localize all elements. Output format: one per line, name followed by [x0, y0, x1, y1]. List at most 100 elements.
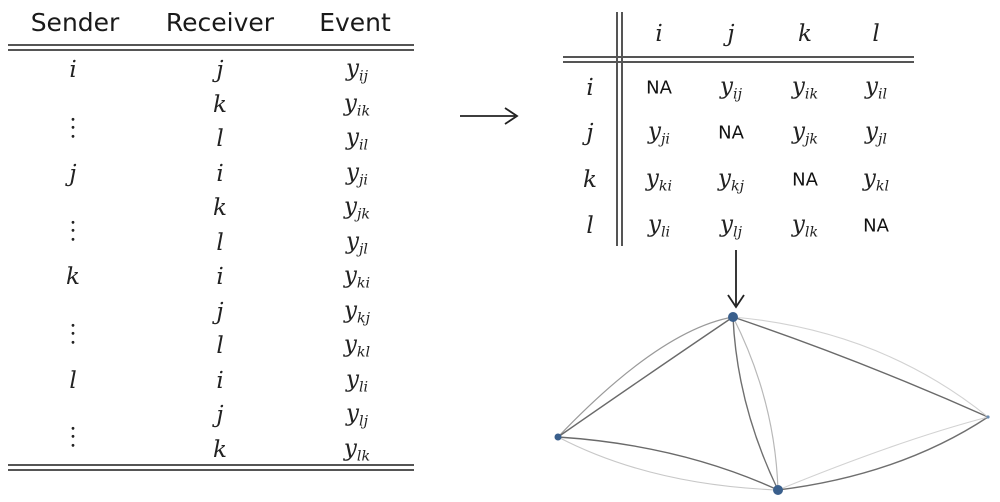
matrix-cell: yjl — [865, 119, 887, 148]
event-subscript: ik — [804, 86, 819, 103]
event-symbol: y — [343, 331, 357, 358]
event-symbol: y — [345, 366, 359, 393]
matrix-cell: ykj — [718, 166, 744, 195]
matrix-cell: ylj — [720, 212, 742, 241]
event-subscript: kl — [875, 178, 890, 195]
sender-ellipsis: ... — [69, 101, 77, 144]
event-symbol: y — [791, 118, 805, 145]
event-symbol: y — [343, 262, 357, 289]
footer-rule-top — [8, 464, 414, 466]
matrix-cell: yik — [792, 74, 818, 103]
graph-node — [728, 312, 738, 322]
event-symbol: y — [720, 73, 734, 100]
receiver-cell: k — [213, 436, 227, 463]
matrix-col-header: i — [655, 21, 663, 47]
event-subscript: lj — [359, 413, 368, 430]
event-subscript: kj — [356, 309, 371, 326]
footer-rule-bottom — [8, 469, 414, 471]
event-symbol: y — [647, 211, 661, 238]
matrix-row-header: k — [583, 167, 597, 193]
event-symbol: y — [346, 400, 360, 427]
network-graph — [554, 312, 990, 495]
sender-cell: j — [69, 160, 77, 187]
event-symbol: y — [791, 211, 805, 238]
event-subscript: ij — [359, 68, 368, 85]
event-symbol: y — [343, 435, 357, 462]
event-subscript: li — [358, 378, 369, 395]
receiver-header: Receiver — [165, 8, 275, 37]
graph-edge — [732, 316, 989, 418]
event-cell: yil — [346, 125, 368, 154]
matrix-cell: ylk — [792, 212, 818, 241]
event-subscript: ji — [661, 131, 670, 148]
event-subscript: ij — [733, 86, 742, 103]
event-cell: yli — [346, 366, 368, 395]
event-subscript: lj — [733, 224, 742, 241]
event-subscript: jl — [359, 240, 368, 257]
event-subscript: jl — [878, 131, 887, 148]
matrix-cell: yli — [648, 212, 670, 241]
sender-ellipsis: ... — [69, 410, 77, 453]
event-subscript: kl — [356, 344, 371, 361]
event-symbol: y — [346, 228, 360, 255]
graph-edge — [557, 436, 779, 491]
matrix-hrule-bottom — [563, 61, 914, 63]
event-cell: yki — [344, 263, 370, 292]
event-subscript: ki — [658, 178, 673, 195]
event-symbol: y — [343, 90, 357, 117]
graph-node — [773, 485, 783, 495]
graph-edge — [557, 316, 734, 438]
matrix-cell: yki — [646, 166, 672, 195]
sender-cell: i — [69, 57, 77, 83]
sender-ellipsis: ... — [69, 307, 77, 350]
receiver-cell: l — [216, 333, 224, 359]
receiver-cell: l — [216, 229, 224, 256]
matrix-cell: yil — [865, 74, 887, 103]
matrix-cell: yjk — [792, 119, 818, 148]
graph-edge — [732, 316, 779, 491]
down-arrow — [727, 250, 745, 309]
event-symbol: y — [864, 73, 878, 100]
graph-edge — [732, 316, 779, 491]
matrix-cell: yji — [648, 119, 670, 148]
receiver-cell: i — [216, 264, 224, 290]
graph-edge — [777, 416, 989, 491]
receiver-cell: i — [216, 160, 224, 187]
matrix-cell: yij — [720, 74, 742, 103]
event-subscript: jk — [356, 206, 371, 223]
event-cell: ylj — [346, 401, 368, 430]
graph-edge — [557, 436, 779, 491]
matrix-cell-na: NA — [718, 122, 744, 144]
graph-edge — [777, 416, 989, 491]
event-symbol: y — [343, 297, 357, 324]
receiver-cell: j — [216, 57, 224, 83]
matrix-cell-na: NA — [646, 77, 672, 99]
event-subscript: li — [660, 224, 671, 241]
matrix-cell: ykl — [863, 166, 889, 195]
event-symbol: y — [865, 118, 879, 145]
event-symbol: y — [717, 165, 731, 192]
matrix-cell-na: NA — [792, 169, 818, 191]
event-subscript: il — [877, 86, 888, 103]
event-cell: ykl — [344, 332, 370, 361]
event-symbol: y — [346, 55, 360, 82]
event-symbol: y — [645, 165, 659, 192]
graph-edge — [557, 316, 734, 438]
sender-cell: l — [69, 367, 77, 394]
matrix-cell-na: NA — [863, 215, 889, 237]
matrix-col-header: k — [798, 21, 812, 47]
header-rule-top — [8, 44, 414, 46]
receiver-cell: k — [213, 91, 227, 118]
header-rule-bottom — [8, 49, 414, 51]
event-symbol: y — [346, 159, 360, 186]
event-subscript: ji — [359, 171, 368, 188]
receiver-cell: l — [216, 126, 224, 152]
event-cell: yjl — [346, 228, 368, 257]
matrix-row-header: j — [586, 120, 594, 146]
receiver-cell: k — [213, 195, 227, 221]
sender-header: Sender — [30, 8, 120, 37]
event-symbol: y — [720, 211, 734, 238]
event-cell: ylk — [344, 435, 370, 464]
event-subscript: lk — [356, 447, 371, 464]
